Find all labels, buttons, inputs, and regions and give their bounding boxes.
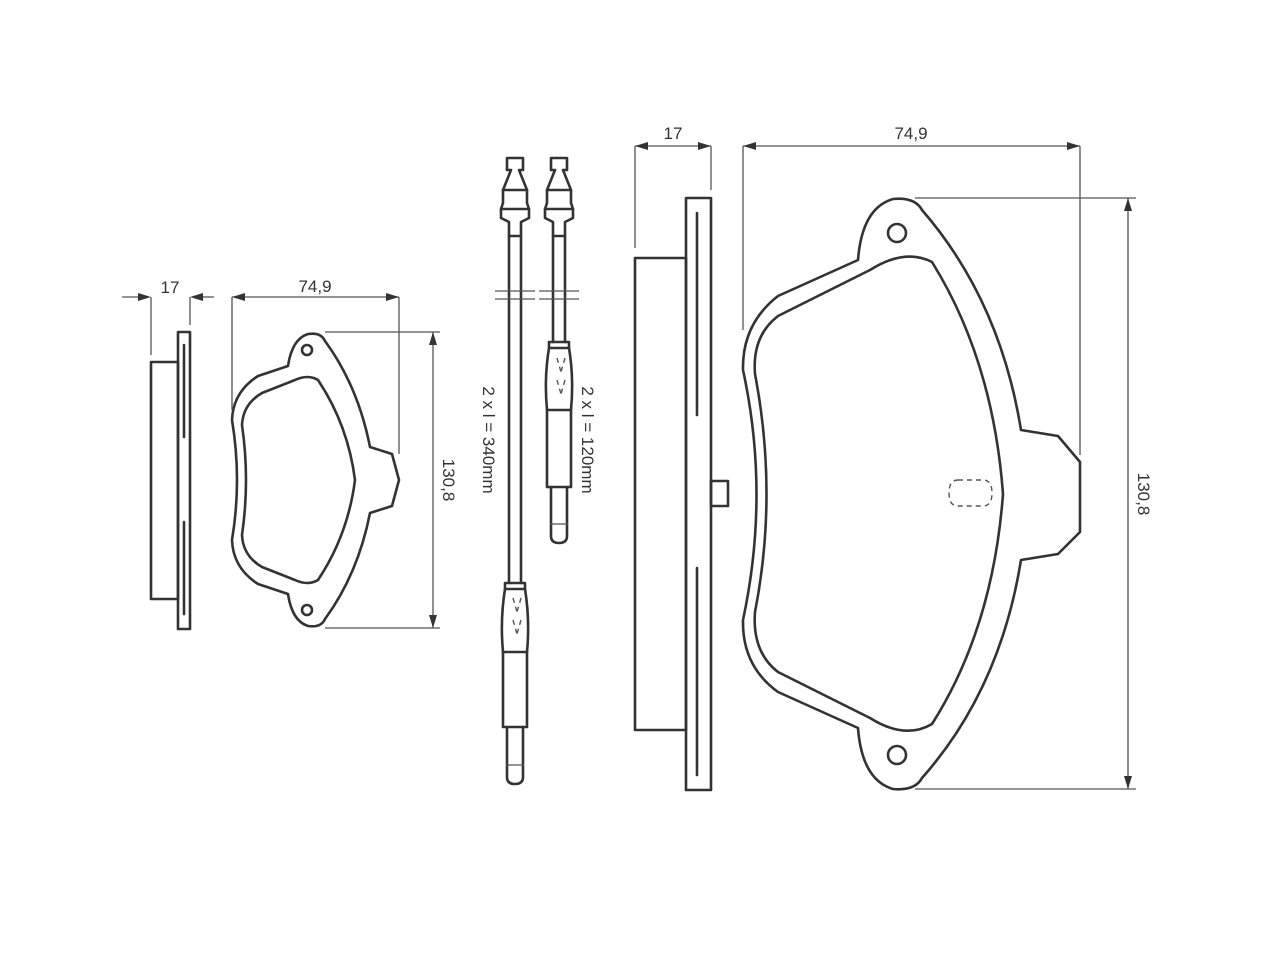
small-pad-height-label: 130,8: [439, 459, 458, 502]
short-wear-sensor-wire: 2 x l = 120mm: [539, 156, 597, 545]
small-pad-thickness-dimension: 17: [122, 278, 214, 355]
small-pad-front-view: [230, 332, 401, 628]
large-pad-width-label: 74,9: [894, 124, 927, 143]
large-pad-height-dimension: 130,8: [915, 197, 1153, 790]
large-pad-thickness-dimension: 17: [634, 124, 712, 248]
small-pad-height-dimension: 130,8: [325, 331, 458, 629]
large-pad-width-dimension: 74,9: [742, 124, 1081, 455]
large-pad-height-label: 130,8: [1134, 473, 1153, 516]
long-wire-length-label: 2 x l = 340mm: [479, 386, 498, 493]
small-pad-thickness-label: 17: [161, 278, 180, 297]
small-pad-width-label: 74,9: [298, 277, 331, 296]
long-wear-sensor-wire: 2 x l = 340mm: [479, 156, 535, 786]
small-pad-side-view: [149, 330, 192, 631]
large-pad-thickness-label: 17: [664, 124, 683, 143]
short-wire-length-label: 2 x l = 120mm: [578, 386, 597, 493]
small-pad-width-dimension: 74,9: [231, 277, 400, 454]
large-pad-side-view: [633, 196, 730, 792]
large-pad-front-view: [741, 197, 1082, 791]
